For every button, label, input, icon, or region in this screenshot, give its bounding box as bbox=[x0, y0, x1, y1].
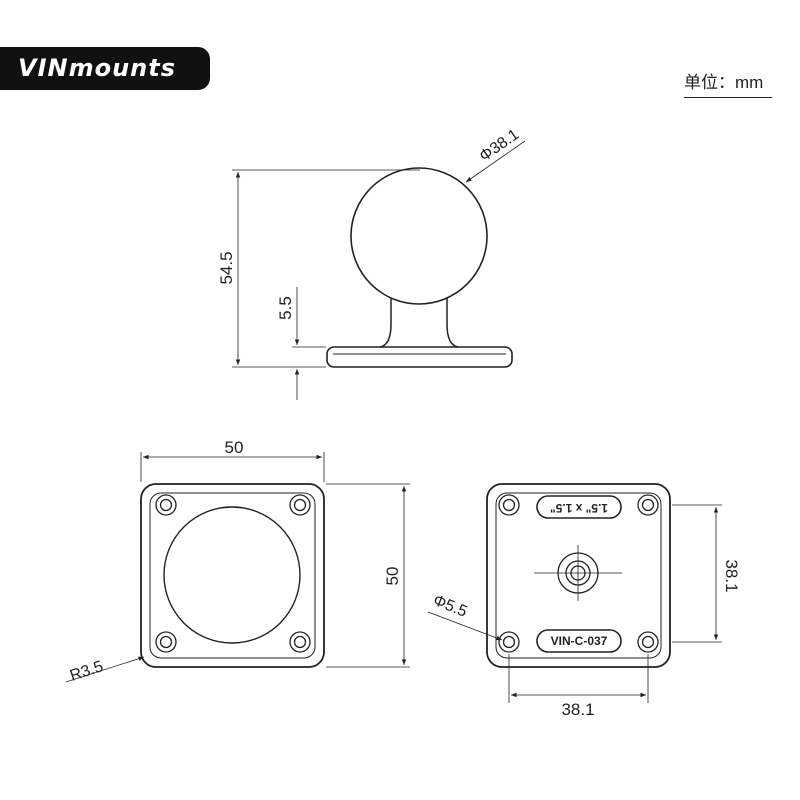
total-height-value: 54.5 bbox=[217, 251, 236, 284]
front-view-mount-hole bbox=[155, 631, 177, 653]
front-view-plate-inner bbox=[149, 492, 316, 659]
front-view-mount-hole bbox=[289, 631, 311, 653]
back-view-threaded-insert bbox=[534, 545, 622, 601]
front-view-mount-hole bbox=[155, 494, 177, 516]
front-view-ball-outline bbox=[163, 506, 301, 644]
height-value: 50 bbox=[383, 567, 402, 586]
back-view-plate-outer bbox=[486, 483, 671, 668]
unit-underline bbox=[684, 97, 772, 98]
unit-label: 单位：mm bbox=[684, 73, 764, 92]
hole-spacing-h-value: 38.1 bbox=[561, 700, 594, 719]
bottom-marking-frame bbox=[536, 629, 622, 653]
front-view-mount-hole bbox=[289, 494, 311, 516]
hole-spacing-v-value: 38.1 bbox=[722, 559, 741, 592]
hole-diameter-value: Φ5.5 bbox=[431, 592, 470, 621]
back-view-mount-hole bbox=[498, 494, 520, 516]
ball-diameter-value: Φ38.1 bbox=[477, 126, 523, 165]
back-view-plate-inner bbox=[495, 492, 662, 659]
side-view-neck bbox=[379, 298, 459, 348]
back-view bbox=[427, 483, 722, 703]
bottom-marking-text: VIN-C-037 bbox=[551, 634, 608, 648]
side-view-plate bbox=[326, 346, 513, 368]
ball-diameter-leader bbox=[465, 140, 526, 183]
corner-radius-value: R3.5 bbox=[68, 658, 105, 685]
top-marking-frame bbox=[536, 495, 622, 519]
front-view bbox=[65, 452, 410, 683]
side-view-ball bbox=[350, 167, 488, 305]
hole-diameter-leader bbox=[427, 611, 503, 641]
back-view-mount-hole bbox=[637, 631, 659, 653]
width-value: 50 bbox=[225, 438, 244, 457]
corner-radius-leader bbox=[65, 656, 145, 683]
back-view-mount-hole bbox=[637, 494, 659, 516]
side-view bbox=[232, 140, 526, 400]
brand-logo-text: VINmounts bbox=[18, 54, 177, 82]
brand-logo-badge: VINmounts bbox=[0, 47, 210, 90]
back-view-mount-hole bbox=[498, 631, 520, 653]
front-view-plate-outer bbox=[140, 483, 325, 668]
plate-thickness-value: 5.5 bbox=[276, 296, 295, 320]
top-marking-text: 1.5" x 1.5" bbox=[550, 501, 608, 515]
